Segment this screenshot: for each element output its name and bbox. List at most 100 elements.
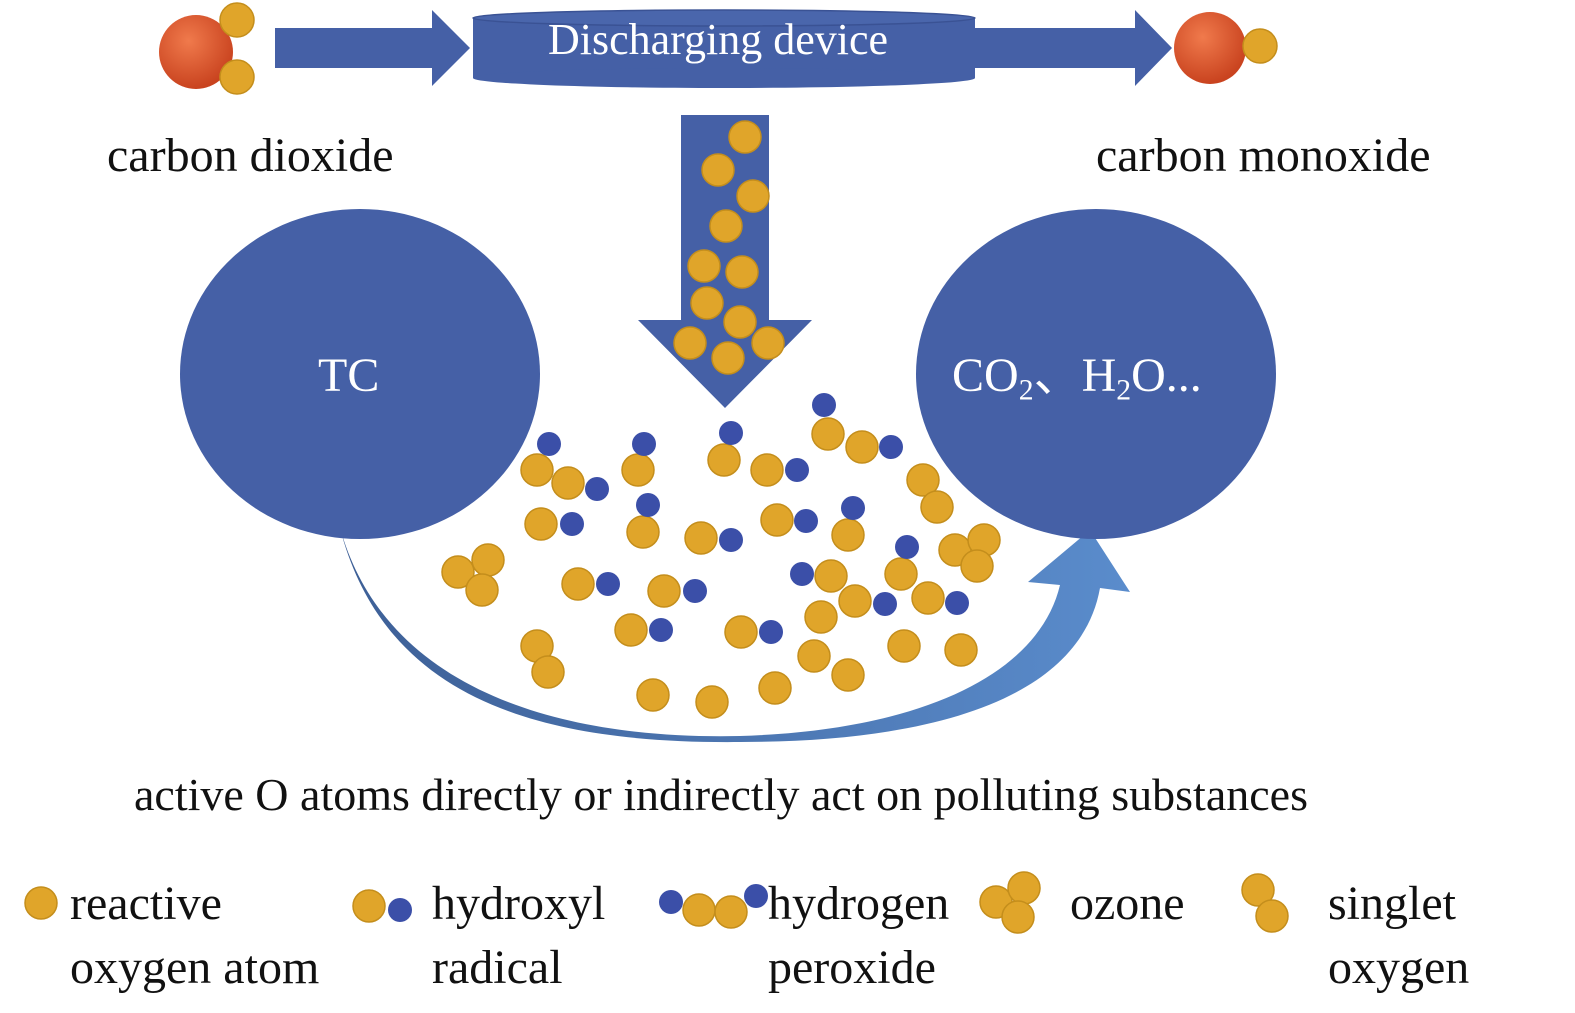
oxygen-atom: [701, 153, 735, 187]
hydrogen-atom: [759, 620, 783, 644]
o-text: O...: [1131, 349, 1202, 402]
legend-oxygen-icon: [1001, 900, 1035, 934]
carbon-monoxide-label: carbon monoxide: [1096, 129, 1431, 182]
hydrogen-atom: [895, 535, 919, 559]
co-text: CO: [952, 349, 1019, 402]
co-subscript: 2: [1018, 373, 1034, 407]
oxygen-atom: [684, 521, 718, 555]
oxygen-atom: [911, 581, 945, 615]
oxygen-atom: [811, 417, 845, 451]
oxygen-atom: [531, 655, 565, 689]
oxygen-atom: [920, 490, 954, 524]
legend-oxygen-icon: [682, 893, 716, 927]
discharging-device-icon: [472, 9, 976, 88]
legend-line: hydrogen: [768, 877, 950, 930]
hydrogen-atom: [794, 509, 818, 533]
oxygen-atom: [724, 615, 758, 649]
oxygen-atom: [723, 305, 757, 339]
reactive-species-cloud: [441, 120, 1001, 719]
oxygen-atom: [636, 678, 670, 712]
oxygen-atom: [647, 574, 681, 608]
oxygen-atom: [838, 584, 872, 618]
oxygen-atom: [845, 430, 879, 464]
oxygen-atom: [804, 600, 838, 634]
legend-hydrogen-peroxide: hydrogen peroxide: [768, 872, 949, 1000]
oxygen-atom: [887, 629, 921, 663]
oxygen-atom: [906, 463, 940, 497]
carbon-monoxide-molecule: [1174, 12, 1278, 84]
hydrogen-atom: [585, 477, 609, 501]
legend-singlet-oxygen: singlet oxygen: [1328, 872, 1469, 1000]
legend-line: oxygen: [1328, 941, 1470, 994]
caption: active O atoms directly or indirectly ac…: [134, 769, 1308, 820]
oxygen-atom: [614, 613, 648, 647]
legend-oxygen-icon: [714, 895, 748, 929]
hydrogen-atom: [636, 493, 660, 517]
oxygen-atom: [831, 518, 865, 552]
hydrogen-atom: [683, 579, 707, 603]
hydrogen-atom: [785, 458, 809, 482]
oxygen-atom: [797, 639, 831, 673]
oxygen-atom: [814, 559, 848, 593]
legend-hydrogen-icon: [388, 898, 412, 922]
hydrogen-atom: [560, 512, 584, 536]
oxygen-atom: [736, 179, 770, 213]
products-circle: [916, 209, 1276, 539]
hydrogen-atom: [719, 421, 743, 445]
oxygen-atom: [960, 549, 994, 583]
oxygen-atom: [758, 671, 792, 705]
oxygen-atom: [621, 453, 655, 487]
oxygen-atom: [465, 573, 499, 607]
legend-line: peroxide: [768, 941, 936, 994]
oxygen-atom: [711, 341, 745, 375]
oxygen-atom: [750, 453, 784, 487]
oxygen-atom: [687, 249, 721, 283]
oxygen-atom: [695, 685, 729, 719]
carbon-dioxide-label: carbon dioxide: [107, 129, 394, 182]
legend-line: radical: [432, 941, 563, 994]
hydrogen-atom: [649, 618, 673, 642]
h-subscript: 2: [1116, 373, 1132, 407]
oxygen-atom: [471, 543, 505, 577]
legend-oxygen-icon: [1241, 873, 1275, 907]
legend-ozone: ozone: [1070, 872, 1185, 936]
legend-line: reactive: [70, 877, 222, 930]
input-arrow: [275, 10, 470, 86]
tc-label: TC: [318, 349, 380, 402]
legend-oxygen-icon: [1255, 899, 1289, 933]
legend-oxygen-icon: [352, 889, 386, 923]
oxygen-atom: [561, 567, 595, 601]
oxygen-atom: [725, 255, 759, 289]
oxygen-atom: [673, 326, 707, 360]
hydrogen-atom: [841, 496, 865, 520]
legend-oxygen-icon: [1007, 871, 1041, 905]
device-label: Discharging device: [548, 15, 889, 64]
oxygen-atom: [831, 658, 865, 692]
tc-circle: [180, 209, 540, 539]
hydrogen-atom: [873, 592, 897, 616]
oxygen-atom: [707, 443, 741, 477]
oxygen-atom: [626, 515, 660, 549]
legend-line: oxygen atom: [70, 941, 320, 994]
oxygen-atom: [751, 326, 785, 360]
legend-icons: [24, 871, 1289, 934]
oxygen-atom: [728, 120, 762, 154]
hydrogen-atom: [719, 528, 743, 552]
products-label: CO2、H2O...: [952, 352, 1202, 405]
oxygen-atom: [884, 557, 918, 591]
carbon-dioxide-molecule: [159, 2, 255, 95]
legend-hydroxyl-radical: hydroxyl radical: [432, 872, 605, 1000]
oxygen-atom: [551, 466, 585, 500]
h-text: 、H: [1033, 349, 1117, 402]
oxygen-atom: [524, 507, 558, 541]
legend-reactive-oxygen: reactive oxygen atom: [70, 872, 319, 1000]
legend-hydrogen-icon: [659, 890, 683, 914]
hydrogen-atom: [812, 393, 836, 417]
oxygen-atom: [520, 453, 554, 487]
oxygen-atom: [760, 503, 794, 537]
legend-line: singlet: [1328, 877, 1456, 930]
hydrogen-atom: [596, 572, 620, 596]
hydrogen-atom: [632, 432, 656, 456]
